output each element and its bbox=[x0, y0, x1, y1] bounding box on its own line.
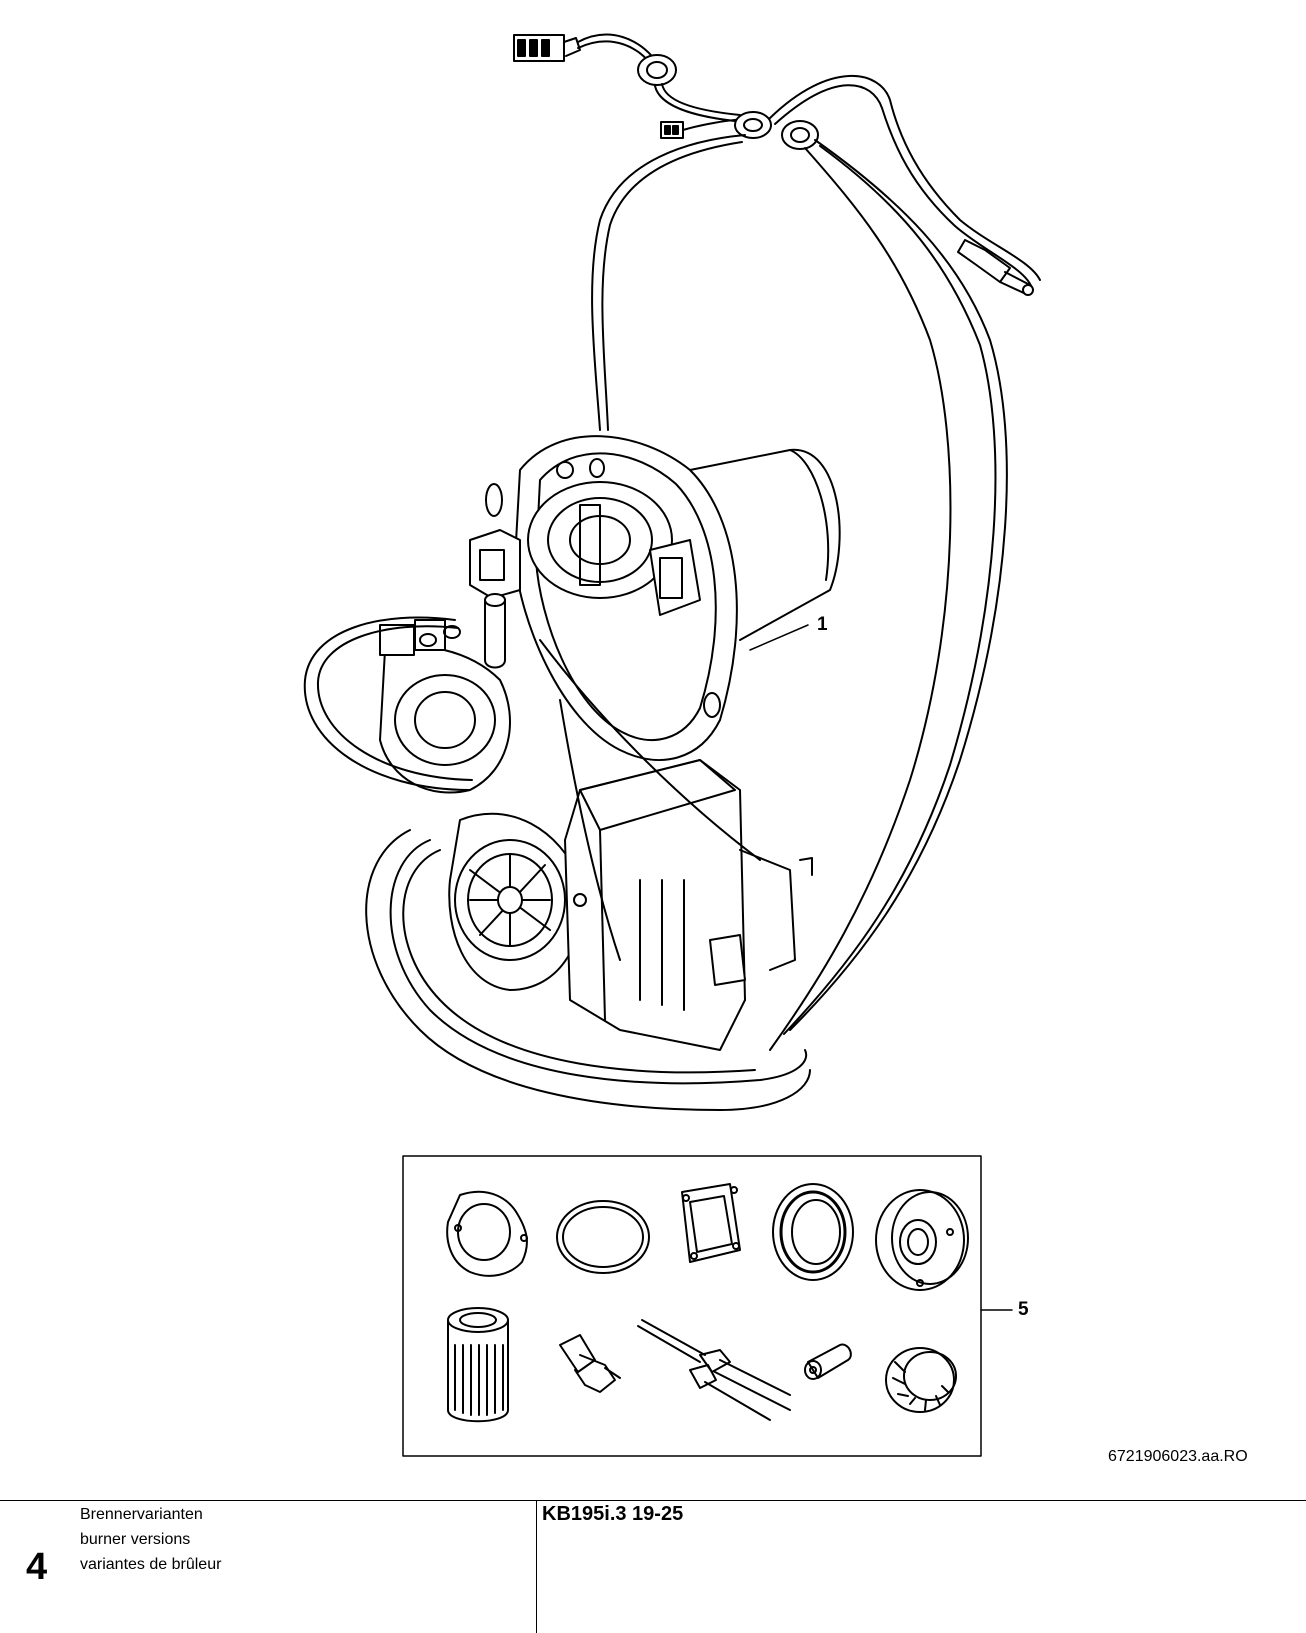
oil-nozzle-icon bbox=[559, 1334, 621, 1393]
nozzle-holder-screw-icon bbox=[804, 1343, 852, 1380]
leader-line-1 bbox=[749, 624, 809, 651]
oil-pump-icon bbox=[379, 645, 511, 794]
sensor-icon bbox=[957, 239, 1034, 296]
connection-box-icon bbox=[469, 529, 521, 599]
photocell-icon bbox=[484, 593, 506, 669]
burner-versions-labels: Brennervarianten burner versions variant… bbox=[80, 1502, 221, 1577]
model-designation: KB195i.3 19-25 bbox=[542, 1503, 684, 1525]
callout-item-1: 1 bbox=[817, 614, 828, 635]
coupling-disc-icon bbox=[875, 1189, 969, 1291]
cable-harness bbox=[513, 33, 1041, 1051]
callout-item-5: 5 bbox=[1018, 1299, 1029, 1320]
air-damper-icon bbox=[527, 481, 673, 599]
shaft-seal-icon bbox=[772, 1183, 854, 1281]
gear-ring-icon bbox=[885, 1347, 957, 1413]
plug-connector-icon bbox=[513, 34, 581, 62]
footer-rule bbox=[0, 1500, 1306, 1501]
grommet-icon bbox=[637, 54, 677, 86]
drawing-id: 6721906023.aa.RO bbox=[1108, 1448, 1248, 1465]
side-plug-icon bbox=[649, 539, 701, 616]
ignition-electrode-icon bbox=[637, 1319, 791, 1421]
o-ring-icon bbox=[556, 1200, 650, 1274]
exploded-parts-drawing bbox=[303, 33, 1041, 1457]
spare-parts-kit bbox=[402, 1155, 1013, 1457]
oil-hose-icon bbox=[303, 616, 811, 1111]
burner-assembly bbox=[303, 435, 841, 1111]
control-unit-icon bbox=[564, 759, 746, 1051]
cover-gasket-icon bbox=[681, 1183, 741, 1263]
small-connector-icon bbox=[660, 121, 684, 139]
spare-kit-frame bbox=[402, 1155, 982, 1457]
version-label-de: Brennervarianten bbox=[80, 1506, 203, 1523]
flame-tube-icon bbox=[689, 448, 841, 641]
mounting-bracket-icon bbox=[739, 849, 813, 971]
grommet-icon bbox=[734, 111, 772, 139]
version-label-en: burner versions bbox=[80, 1531, 191, 1548]
blower-motor-icon bbox=[448, 812, 583, 991]
version-label-fr: variantes de brûleur bbox=[80, 1556, 222, 1573]
flange-gasket-icon bbox=[446, 1190, 528, 1277]
section-number: 4 bbox=[26, 1546, 48, 1588]
oil-filter-insert-icon bbox=[447, 1307, 509, 1423]
solenoid-valve-icon bbox=[379, 619, 461, 656]
grommet-icon bbox=[781, 120, 819, 150]
footer-divider bbox=[536, 1500, 537, 1633]
